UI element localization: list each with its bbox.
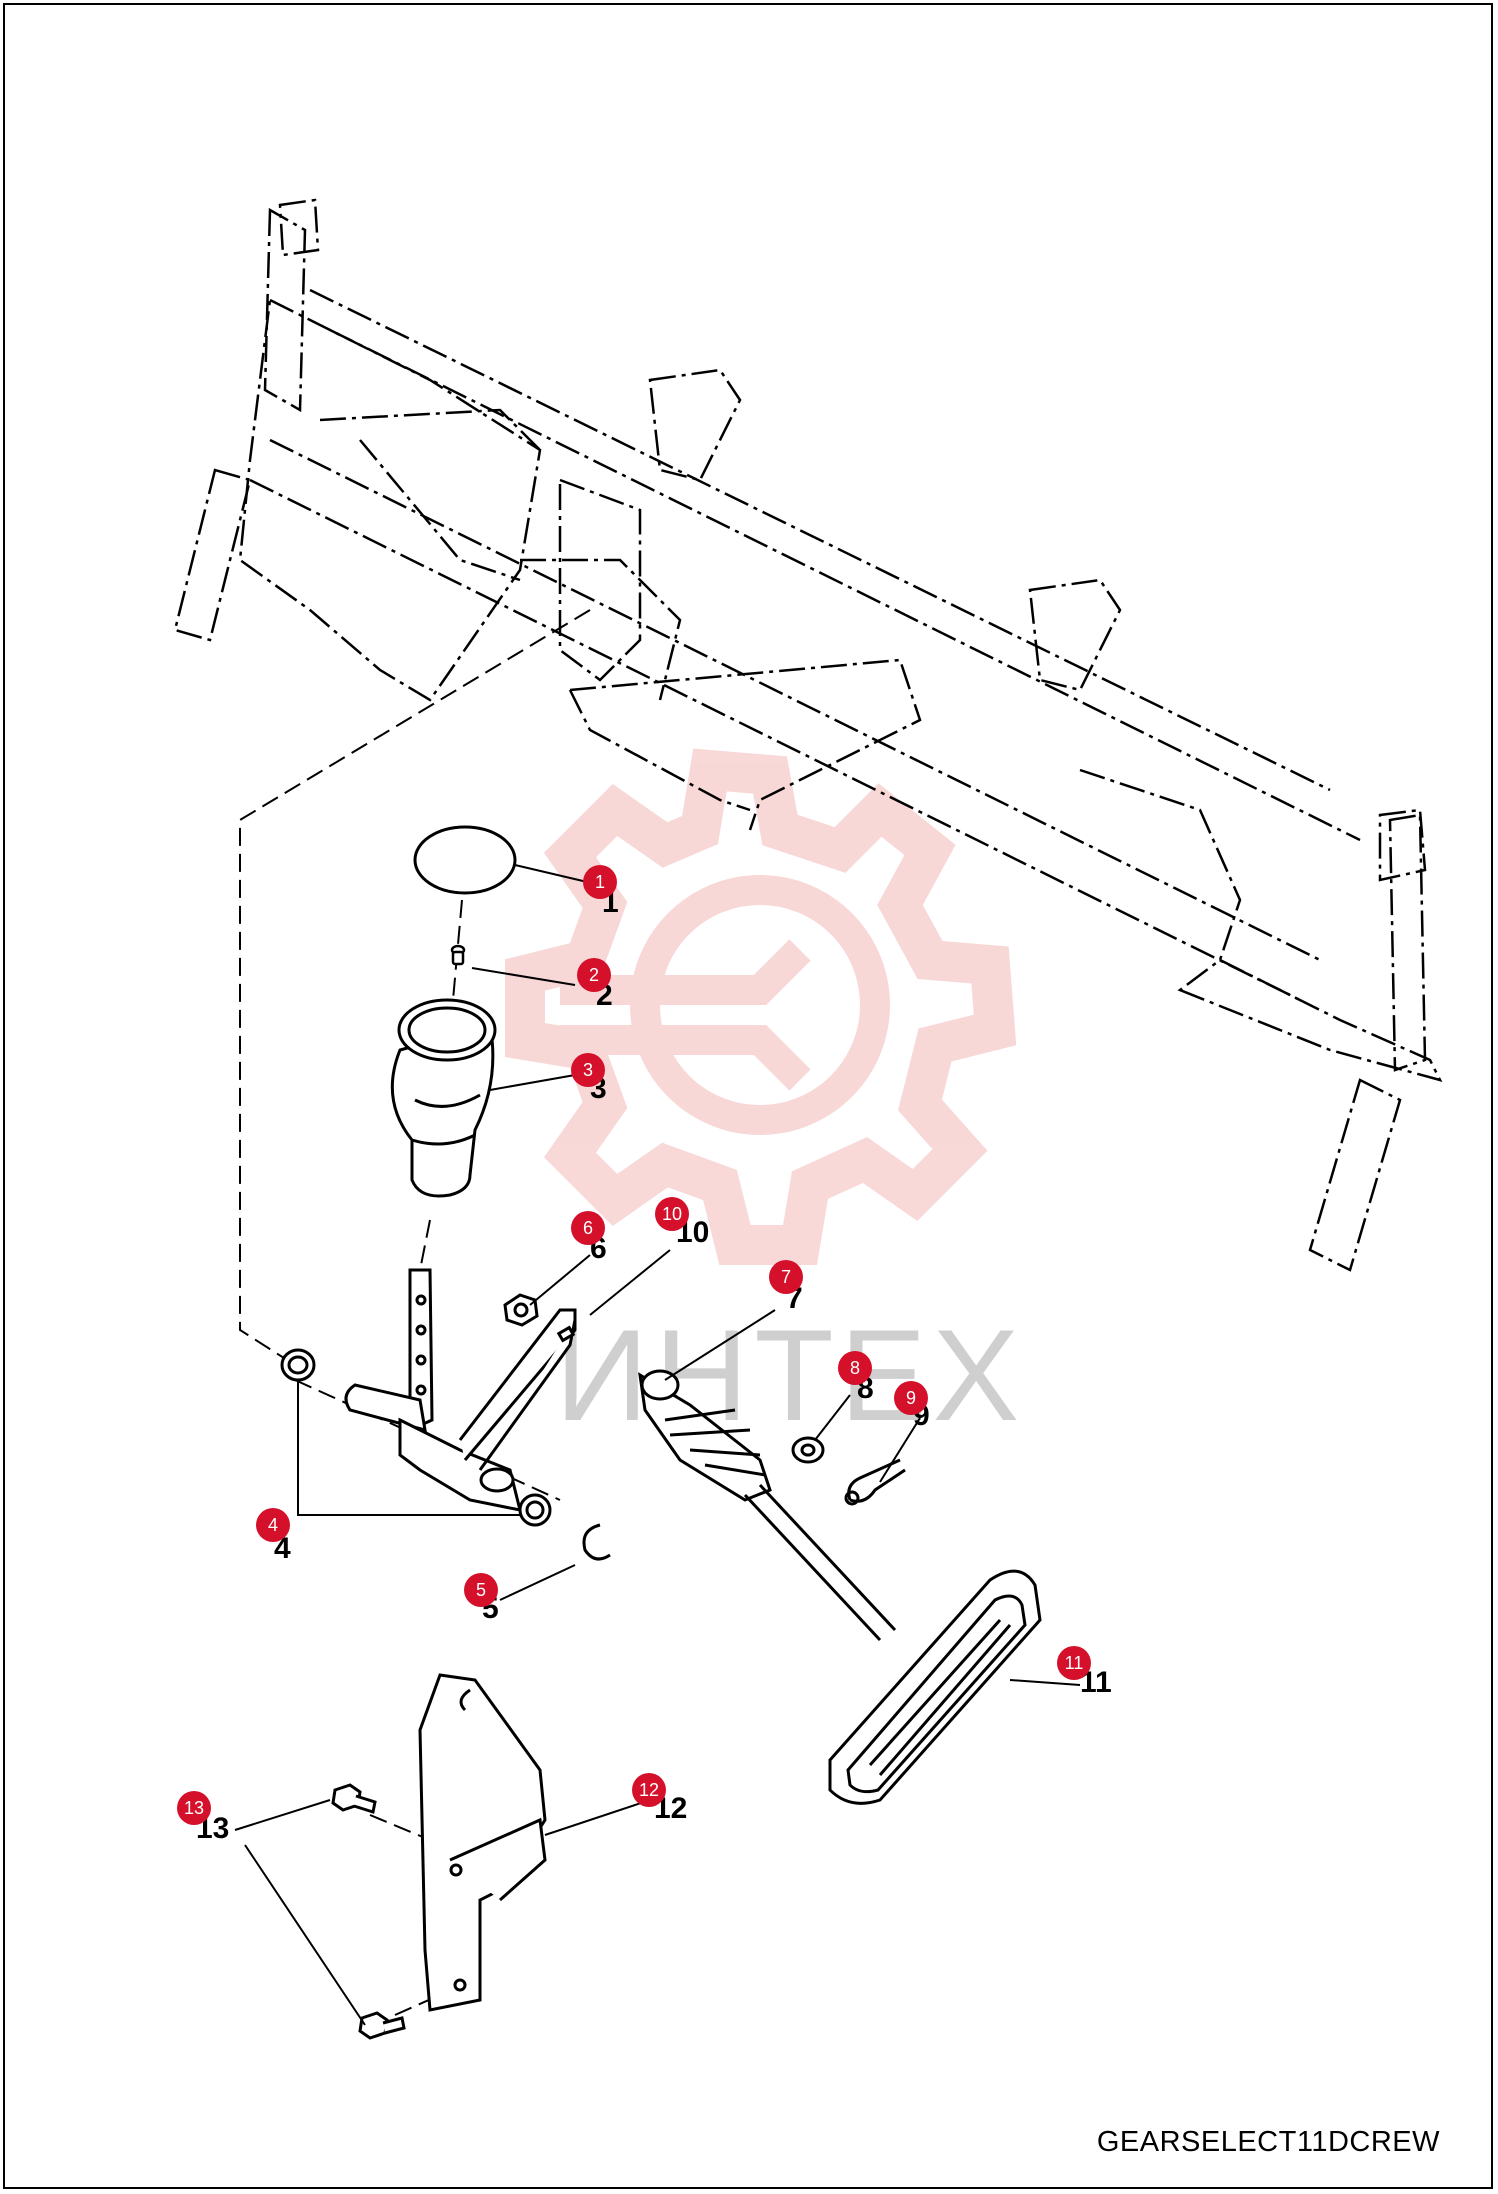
leader-5 (499, 1564, 576, 1601)
callout-4[interactable]: 4 (256, 1508, 290, 1542)
right-lower-bracket (1177, 958, 1443, 1082)
center-arm (520, 558, 682, 701)
leader-13 (234, 1799, 366, 2026)
callout-9[interactable]: 9 (894, 1381, 928, 1415)
part-cap (413, 825, 517, 895)
callout-7[interactable]: 7 (769, 1260, 803, 1294)
part-bracket-plate (418, 1673, 547, 2012)
svg-text:12: 12 (639, 1780, 659, 1800)
watermark-gear-icon (505, 748, 1017, 1265)
callout-5[interactable]: 5 (464, 1573, 498, 1607)
cross-member-lower (568, 689, 751, 812)
leader-8 (814, 1394, 851, 1441)
cap-shape (413, 825, 517, 895)
leader-lines (234, 864, 1081, 2026)
part-shift-lever (344, 1268, 577, 1512)
leader-10 (589, 1249, 671, 1316)
part-knob (390, 998, 497, 1198)
callout-1[interactable]: 1 (583, 865, 617, 899)
assembly-line-frame (239, 609, 591, 1366)
svg-text:3: 3 (583, 1060, 593, 1080)
cross-member (569, 658, 922, 831)
frame-beam-lower (249, 478, 1301, 1002)
callout-10[interactable]: 10 (655, 1197, 689, 1231)
assembly-line-lever (417, 1219, 431, 1281)
leader-6 (529, 1254, 591, 1306)
callout-12[interactable]: 12 (632, 1773, 666, 1807)
watermark-gear-outline (505, 748, 1017, 1265)
assembly-line-bolt-top (369, 1814, 431, 1841)
watermark-wrench (560, 939, 811, 1091)
leader-7 (664, 1309, 776, 1381)
leader-4 (297, 1380, 520, 1516)
svg-text:4: 4 (268, 1515, 278, 1535)
watermark-text: ИНТЕХ (555, 1302, 1025, 1448)
callout-3[interactable]: 3 (571, 1053, 605, 1087)
top-bracket-2 (1028, 578, 1122, 692)
right-post (1388, 813, 1427, 1072)
svg-text:9: 9 (906, 1388, 916, 1408)
top-bracket-1 (648, 368, 742, 482)
right-post-cap (1378, 808, 1427, 882)
leader-11 (1009, 1679, 1081, 1686)
frame-beam-upper (329, 328, 1361, 842)
frame-beam-mid (269, 438, 1321, 962)
part-pedal-pad (828, 1569, 1042, 1805)
callout-6[interactable]: 6 (571, 1211, 605, 1245)
part-screw (450, 944, 466, 966)
callout-markers: 1 2 3 4 5 6 7 8 9 10 11 12 13 (177, 865, 1091, 1825)
part-washer (791, 1436, 825, 1464)
svg-text:1: 1 (595, 872, 605, 892)
part-bolts (331, 1783, 406, 2040)
right-inner-plate (1079, 768, 1242, 961)
svg-text:5: 5 (476, 1580, 486, 1600)
svg-text:6: 6 (583, 1218, 593, 1238)
part-cotter-pin (844, 1458, 906, 1506)
svg-text:10: 10 (662, 1204, 682, 1224)
leader-2 (471, 967, 576, 986)
part-clip (582, 1523, 611, 1561)
leader-12 (544, 1799, 651, 1836)
svg-text:2: 2 (589, 965, 599, 985)
callout-2[interactable]: 2 (577, 958, 611, 992)
right-leg (1308, 1078, 1402, 1272)
svg-text:13: 13 (184, 1798, 204, 1818)
diagram-border (3, 3, 1493, 2189)
left-bracket-inner (359, 439, 521, 582)
callout-11[interactable]: 11 (1057, 1646, 1091, 1680)
part-cable-boot (638, 1369, 897, 1642)
diagram-code: GEARSELECT11DCREW (1096, 2126, 1440, 2158)
left-bracket (238, 298, 542, 702)
frame-beam-top (309, 288, 1331, 792)
callout-13[interactable]: 13 (177, 1791, 211, 1825)
callout-8[interactable]: 8 (838, 1351, 872, 1385)
left-leg (173, 468, 252, 642)
center-support (558, 478, 642, 682)
part-bushings (280, 1348, 552, 1527)
svg-text:8: 8 (850, 1358, 860, 1378)
leader-3 (489, 1074, 576, 1091)
leader-9 (879, 1417, 921, 1483)
part-nut (503, 1293, 539, 1327)
chassis-frame (173, 198, 1443, 1272)
svg-text:7: 7 (781, 1267, 791, 1287)
svg-text:11: 11 (1065, 1653, 1084, 1673)
left-post-cap (278, 198, 320, 257)
left-post (263, 207, 307, 413)
left-bracket-top (319, 408, 541, 451)
